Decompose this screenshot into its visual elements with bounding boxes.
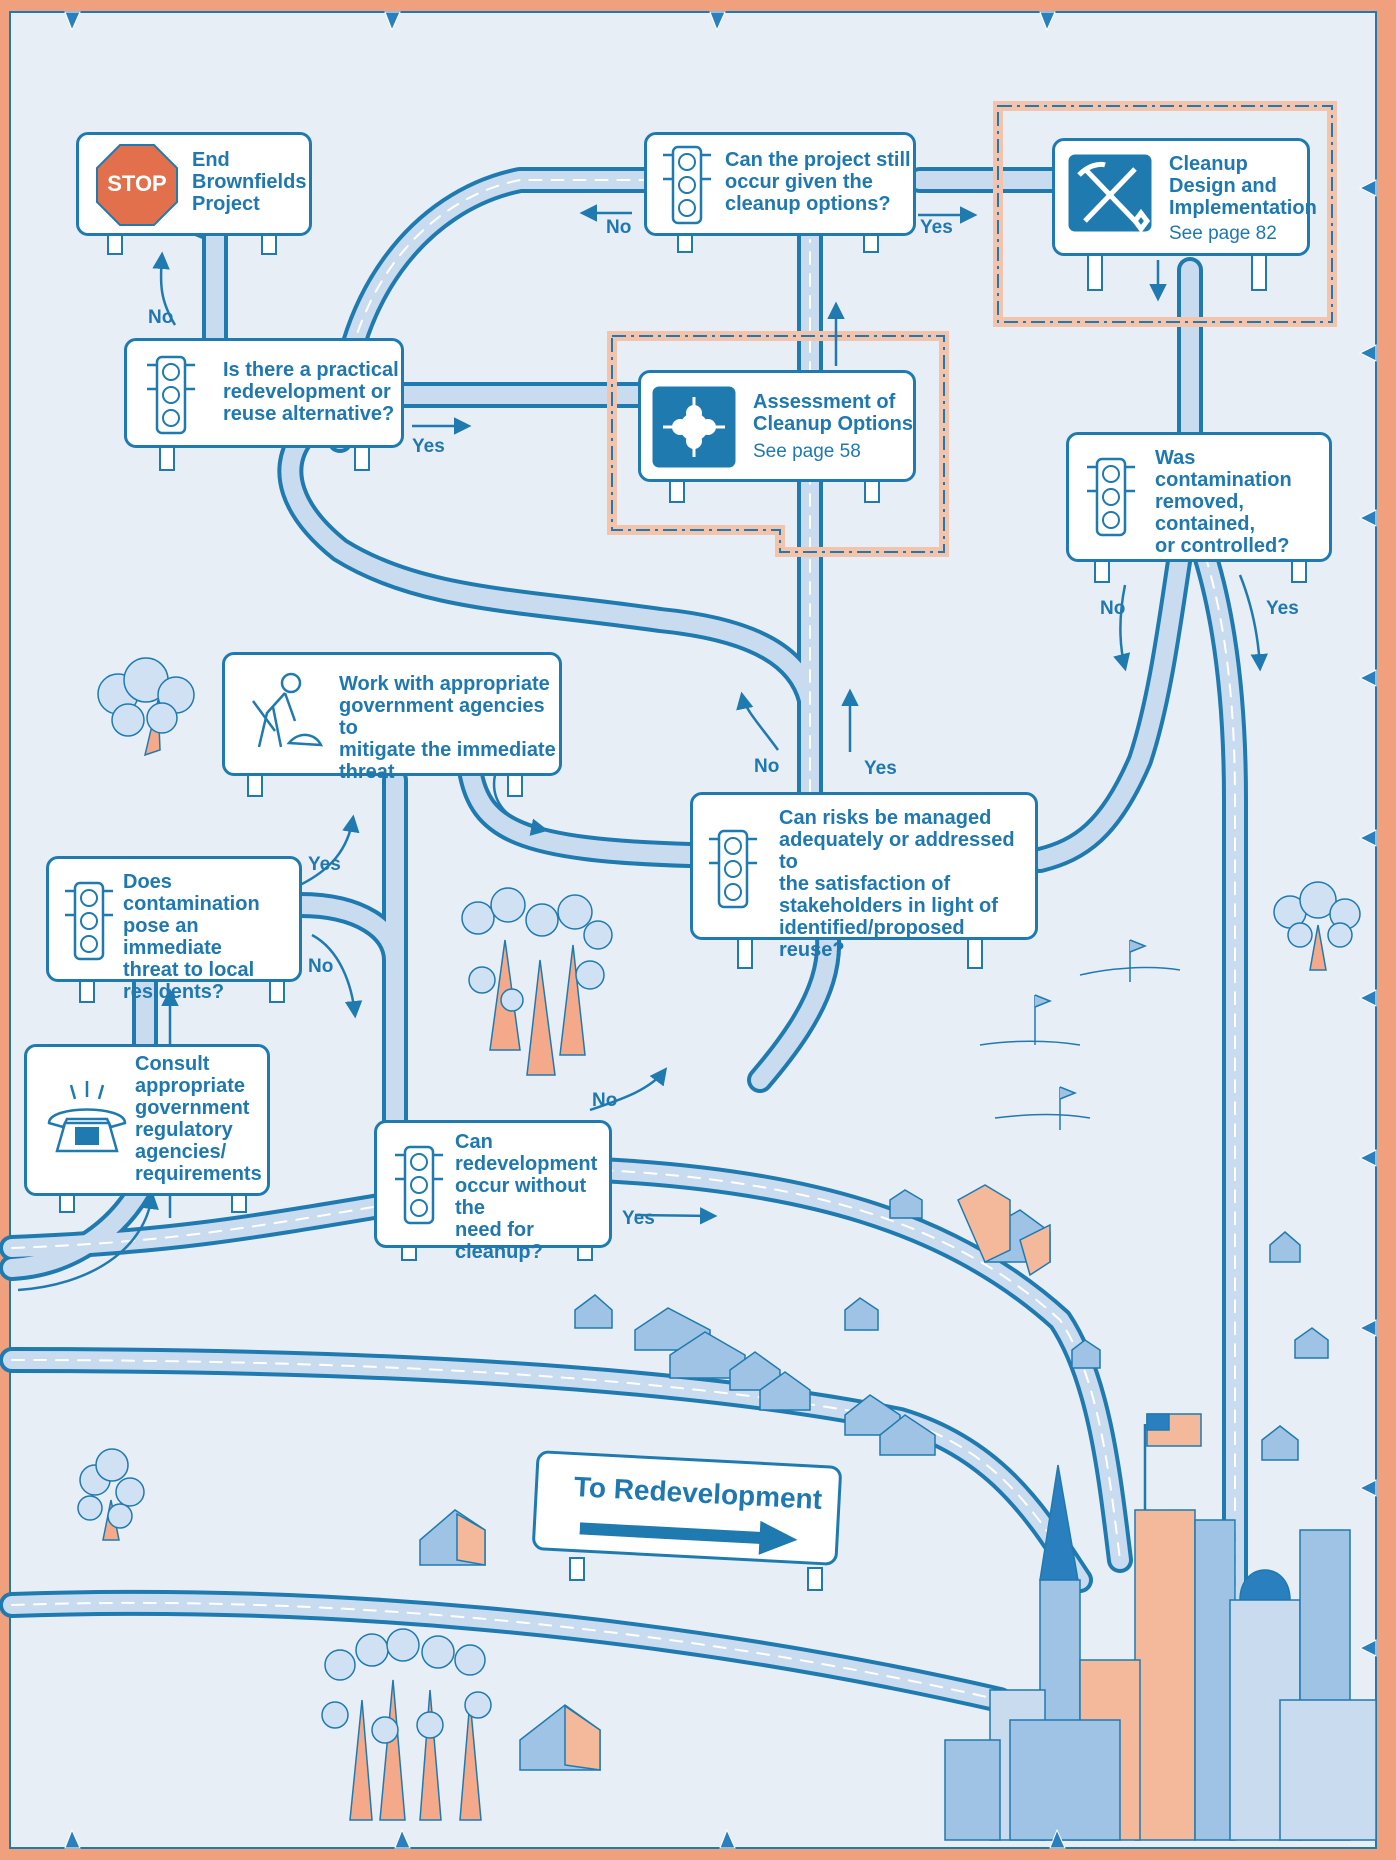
roads bbox=[0, 167, 1248, 1713]
without-cleanup-sign: Can redevelopment occur without the need… bbox=[374, 1120, 612, 1263]
no-label-threat: No bbox=[308, 956, 334, 977]
manage-risks-sign: Can risks be managed adequately or addre… bbox=[690, 792, 1038, 961]
right-arrow-icon bbox=[579, 1520, 798, 1555]
still-occur-sign: Can the project still occur given the cl… bbox=[644, 132, 916, 236]
cleanup-page-ref: See page 82 bbox=[1169, 223, 1277, 244]
mitigate-line-3: mitigate the immediate bbox=[339, 739, 556, 761]
threat-line-4: residents? bbox=[123, 981, 225, 1003]
traffic-light-icon bbox=[147, 355, 195, 435]
no-label-removed: No bbox=[1100, 598, 1126, 619]
still-line-3: cleanup options? bbox=[725, 193, 891, 215]
assessment-sign: Assessment of Cleanup Options See page 5… bbox=[638, 370, 916, 482]
trees bbox=[77, 657, 1361, 1821]
cleanup-line-2: Design and bbox=[1169, 175, 1277, 197]
mitigate-line-2: government agencies to bbox=[339, 695, 545, 739]
compass-arrows-icon bbox=[649, 383, 739, 471]
without-line-3: occur without the bbox=[455, 1175, 587, 1219]
end-project-sign: STOP End Brownfields Project bbox=[76, 132, 312, 236]
assessment-line-1: Assessment of bbox=[753, 391, 896, 413]
worker-digging-icon bbox=[251, 672, 323, 748]
risks-line-3: the satisfaction of bbox=[779, 873, 951, 895]
yes-label-without: Yes bbox=[622, 1208, 655, 1229]
threat-line-3: threat to local bbox=[123, 959, 255, 981]
still-line-2: occur given the bbox=[725, 171, 873, 193]
consult-line-3: government bbox=[135, 1097, 250, 1119]
without-line-4: need for cleanup? bbox=[455, 1219, 543, 1263]
consult-line-5: agencies/ bbox=[135, 1141, 227, 1163]
yes-label-risks: Yes bbox=[864, 758, 897, 779]
practical-line-2: redevelopment or bbox=[223, 381, 391, 403]
stop-line-1: End bbox=[192, 149, 230, 171]
telephone-icon bbox=[47, 1081, 127, 1153]
cleanup-line-3: Implementation bbox=[1169, 197, 1317, 219]
threat-line-2: pose an immediate bbox=[123, 915, 222, 959]
risks-line-1: Can risks be managed bbox=[779, 807, 992, 829]
mitigate-threat-sign: Work with appropriate government agencie… bbox=[222, 652, 562, 783]
mitigate-line-4: threat bbox=[339, 761, 395, 783]
consult-line-4: regulatory bbox=[135, 1119, 233, 1141]
without-line-1: Can bbox=[455, 1131, 493, 1153]
yes-label-threat: Yes bbox=[308, 854, 341, 875]
risks-line-2: adequately or addressed to bbox=[779, 829, 1015, 873]
golf-flags bbox=[979, 939, 1181, 1130]
threat-line-1: Does contamination bbox=[123, 871, 260, 915]
still-line-1: Can the project still bbox=[725, 149, 911, 171]
consult-line-6: requirements bbox=[135, 1163, 262, 1185]
stop-line-2: Brownfields bbox=[192, 171, 307, 193]
traffic-light-icon bbox=[663, 145, 711, 225]
practical-line-1: Is there a practical bbox=[223, 359, 399, 381]
no-label-risks: No bbox=[754, 756, 780, 777]
stop-sign-icon bbox=[96, 144, 178, 226]
cleanup-line-1: Cleanup bbox=[1169, 153, 1248, 175]
without-line-2: redevelopment bbox=[455, 1153, 598, 1175]
consult-line-2: appropriate bbox=[135, 1075, 246, 1097]
risks-line-4: stakeholders in light of bbox=[779, 895, 998, 917]
traffic-light-icon bbox=[395, 1145, 443, 1225]
consult-agencies-sign: Consult appropriate government regulator… bbox=[24, 1044, 270, 1196]
consult-line-1: Consult bbox=[135, 1053, 210, 1075]
immediate-threat-sign: Does contamination pose an immediate thr… bbox=[46, 856, 302, 1003]
yes-label-assessment: Yes bbox=[412, 436, 445, 457]
traffic-light-icon bbox=[709, 829, 757, 909]
cleanup-design-sign: Cleanup Design and Implementation See pa… bbox=[1052, 138, 1317, 256]
houses bbox=[419, 1184, 1329, 1771]
sign-posts bbox=[59, 229, 1307, 1591]
city-skyline bbox=[944, 1413, 1377, 1841]
pick-and-shovel-icon bbox=[1065, 151, 1155, 235]
no-label-still: No bbox=[606, 217, 632, 238]
highlight-boxes bbox=[607, 101, 1337, 557]
removed-line-2: removed, bbox=[1155, 491, 1244, 513]
traffic-light-icon bbox=[65, 881, 113, 961]
practical-line-3: reuse alternative? bbox=[223, 403, 395, 425]
traffic-light-icon bbox=[1087, 457, 1135, 537]
assessment-page-ref: See page 58 bbox=[753, 441, 861, 462]
removed-line-1: Was contamination bbox=[1155, 447, 1292, 491]
yes-label-still: Yes bbox=[920, 217, 953, 238]
no-label-stop: No bbox=[148, 307, 174, 328]
to-redevelopment-sign: To Redevelopment bbox=[531, 1450, 843, 1566]
mitigate-line-1: Work with appropriate bbox=[339, 673, 550, 695]
stop-badge: STOP bbox=[107, 171, 167, 196]
assessment-line-2: Cleanup Options bbox=[753, 413, 913, 435]
risks-line-5: identified/proposed reuse? bbox=[779, 917, 965, 961]
border-markers bbox=[64, 11, 1377, 1849]
to-redevelopment-text: To Redevelopment bbox=[573, 1471, 823, 1516]
stop-line-3: Project bbox=[192, 193, 260, 215]
removed-line-4: or controlled? bbox=[1155, 535, 1290, 557]
practical-alternative-sign: Is there a practical redevelopment or re… bbox=[124, 338, 404, 448]
contamination-removed-sign: Was contamination removed, contained, or… bbox=[1066, 432, 1332, 562]
yes-label-removed: Yes bbox=[1266, 598, 1299, 619]
no-label-without: No bbox=[592, 1090, 618, 1111]
removed-line-3: contained, bbox=[1155, 513, 1256, 535]
